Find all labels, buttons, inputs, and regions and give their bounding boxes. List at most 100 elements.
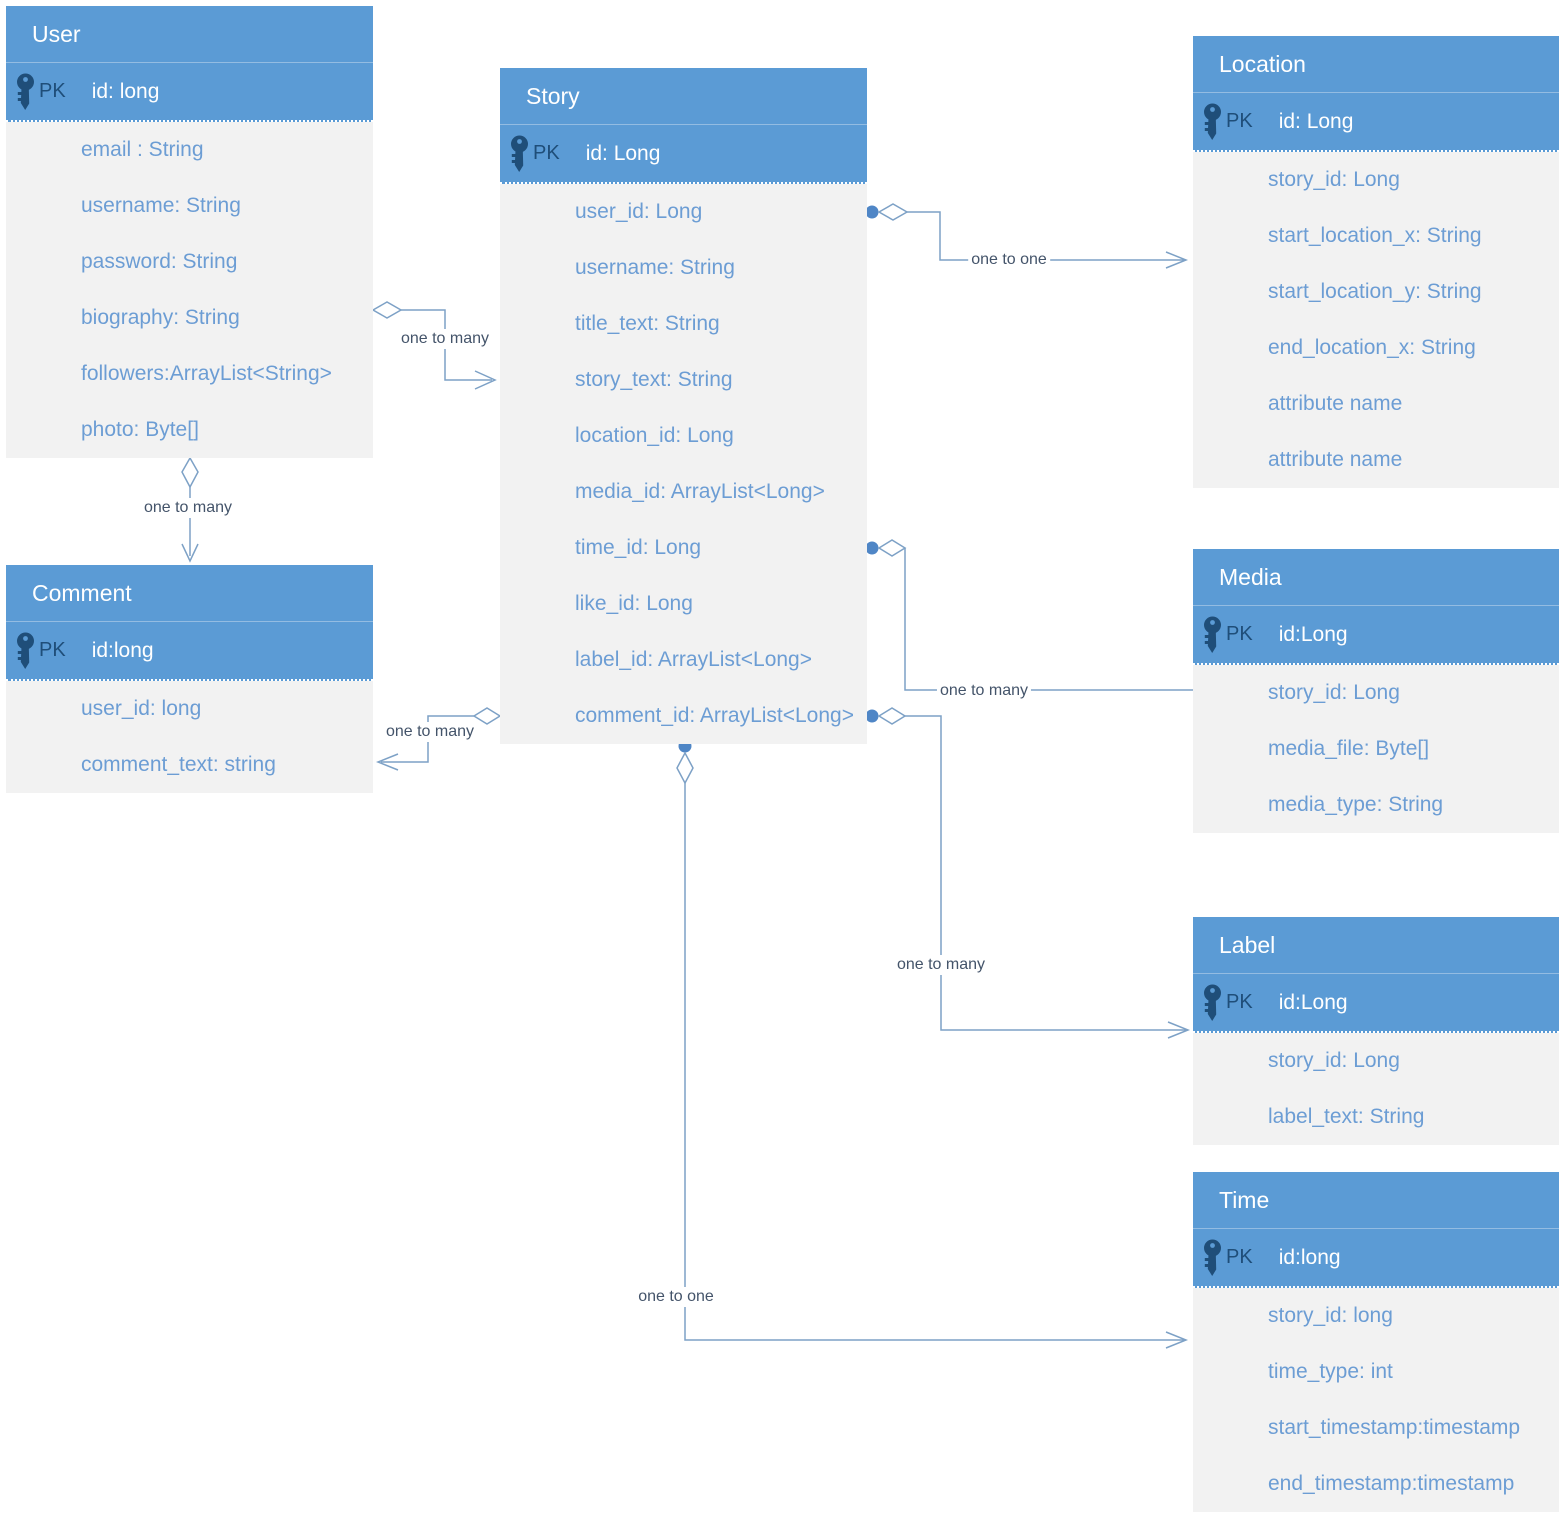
key-icon	[1202, 1239, 1224, 1277]
arrowhead-icon	[1165, 1331, 1189, 1349]
entity-comment-title: Comment	[6, 565, 373, 621]
entity-location-title: Location	[1193, 36, 1559, 92]
entity-media[interactable]: Media PK id:Long story_id: Long media_fi…	[1193, 549, 1559, 833]
attribute-row: story_id: long	[1268, 1304, 1393, 1327]
attribute-row: username: String	[575, 256, 735, 279]
entity-media-title: Media	[1193, 549, 1559, 605]
entity-story[interactable]: Story PK id: Long user_id: Long username…	[500, 68, 867, 744]
pk-field: id:long	[1278, 1245, 1341, 1269]
attribute-row: start_timestamp:timestamp	[1268, 1416, 1521, 1439]
attribute-row: end_timestamp:timestamp	[1268, 1472, 1515, 1495]
entity-time-pk-row: PK id:long	[1193, 1228, 1559, 1288]
connector-story-time[interactable]	[676, 739, 1189, 1349]
connector-story-label[interactable]	[865, 707, 1191, 1039]
edge-label-story-media: one to many	[936, 681, 1032, 701]
attribute-row: user_id: Long	[575, 200, 703, 223]
diamond-marker	[371, 301, 403, 319]
dot-marker	[865, 709, 879, 723]
entity-user-body: email : String username: String password…	[6, 122, 373, 458]
key-icon	[15, 632, 37, 670]
pk-field: id: long	[91, 79, 160, 103]
diamond-marker	[877, 539, 907, 557]
pk-field: id:long	[91, 638, 154, 662]
arrowhead-icon	[375, 753, 399, 771]
dot-marker	[865, 541, 879, 555]
arrowhead-icon	[181, 543, 199, 563]
diamond-marker	[877, 203, 909, 221]
pk-field: id:Long	[1278, 622, 1348, 646]
attribute-row: comment_id: ArrayList<Long>	[575, 704, 854, 727]
key-icon	[1202, 984, 1224, 1022]
edge-label-story-comment: one to many	[382, 722, 478, 742]
pk-label: PK	[1226, 110, 1253, 132]
attribute-row: story_text: String	[575, 368, 733, 391]
entity-label-body: story_id: Long label_text: String	[1193, 1033, 1559, 1145]
key-icon	[1202, 103, 1224, 141]
attribute-row: email : String	[81, 138, 204, 161]
attribute-row: biography: String	[81, 306, 240, 329]
attribute-row: story_id: Long	[1268, 168, 1400, 191]
attribute-row: user_id: long	[81, 697, 202, 720]
attribute-row: start_location_x: String	[1268, 224, 1482, 247]
entity-comment[interactable]: Comment PK id:long user_id: long comment…	[6, 565, 373, 793]
edge-label-story-label: one to many	[893, 955, 989, 975]
pk-label: PK	[39, 639, 66, 661]
entity-label-title: Label	[1193, 917, 1559, 973]
attribute-row: story_id: Long	[1268, 681, 1400, 704]
pk-label: PK	[1226, 623, 1253, 645]
arrowhead-icon	[1165, 251, 1189, 269]
attribute-row: followers:ArrayList<String>	[81, 362, 332, 385]
attribute-row: label_text: String	[1268, 1105, 1425, 1128]
edge-label-story-location: one to one	[968, 250, 1050, 270]
pk-label: PK	[39, 80, 66, 102]
edge-line	[904, 548, 1236, 691]
entity-location-pk-row: PK id: Long	[1193, 92, 1559, 152]
edge-line	[684, 783, 1184, 1341]
attribute-row: location_id: Long	[575, 424, 734, 447]
attribute-row: time_id: Long	[575, 536, 702, 559]
edge-line	[905, 715, 1186, 1031]
pk-field: id: Long	[585, 141, 661, 165]
attribute-row: username: String	[81, 194, 241, 217]
arrowhead-icon	[1167, 1021, 1191, 1039]
entity-story-body: user_id: Long username: String title_tex…	[500, 184, 867, 744]
attribute-row: time_type: int	[1268, 1360, 1393, 1383]
attribute-row: start_location_y: String	[1268, 280, 1482, 303]
attribute-row: media_id: ArrayList<Long>	[575, 480, 825, 503]
entity-media-pk-row: PK id:Long	[1193, 605, 1559, 665]
attribute-row: attribute name	[1268, 448, 1403, 471]
diamond-marker	[472, 707, 502, 725]
edge-label-story-time: one to one	[635, 1287, 717, 1307]
entity-location-body: story_id: Long start_location_x: String …	[1193, 152, 1559, 488]
attribute-row: attribute name	[1268, 392, 1403, 415]
attribute-row: title_text: String	[575, 312, 720, 335]
key-icon	[1202, 616, 1224, 654]
edge-label-user-story: one to many	[397, 329, 493, 349]
entity-comment-pk-row: PK id:long	[6, 621, 373, 681]
entity-user[interactable]: User PK id: long email : String username…	[6, 6, 373, 458]
dot-marker	[865, 205, 879, 219]
connector-story-media[interactable]	[865, 539, 1241, 699]
attribute-row: comment_text: string	[81, 753, 276, 776]
entity-story-title: Story	[500, 68, 867, 124]
entity-label-pk-row: PK id:Long	[1193, 973, 1559, 1033]
key-icon	[509, 135, 531, 173]
pk-field: id: Long	[1278, 109, 1354, 133]
entity-story-pk-row: PK id: Long	[500, 124, 867, 184]
entity-user-title: User	[6, 6, 373, 62]
entity-time-body: story_id: long time_type: int start_time…	[1193, 1288, 1559, 1512]
entity-user-pk-row: PK id: long	[6, 62, 373, 122]
attribute-row: like_id: Long	[575, 592, 693, 615]
entity-label[interactable]: Label PK id:Long story_id: Long label_te…	[1193, 917, 1559, 1145]
entity-location[interactable]: Location PK id: Long story_id: Long star…	[1193, 36, 1559, 488]
entity-time[interactable]: Time PK id:long story_id: long time_type…	[1193, 1172, 1559, 1512]
attribute-row: end_location_x: String	[1268, 336, 1476, 359]
attribute-row: label_id: ArrayList<Long>	[575, 648, 812, 671]
diamond-marker	[181, 456, 199, 489]
entity-time-title: Time	[1193, 1172, 1559, 1228]
attribute-row: media_file: Byte[]	[1268, 737, 1430, 760]
key-icon	[15, 73, 37, 111]
diamond-marker	[877, 707, 907, 725]
diamond-marker	[676, 751, 694, 785]
